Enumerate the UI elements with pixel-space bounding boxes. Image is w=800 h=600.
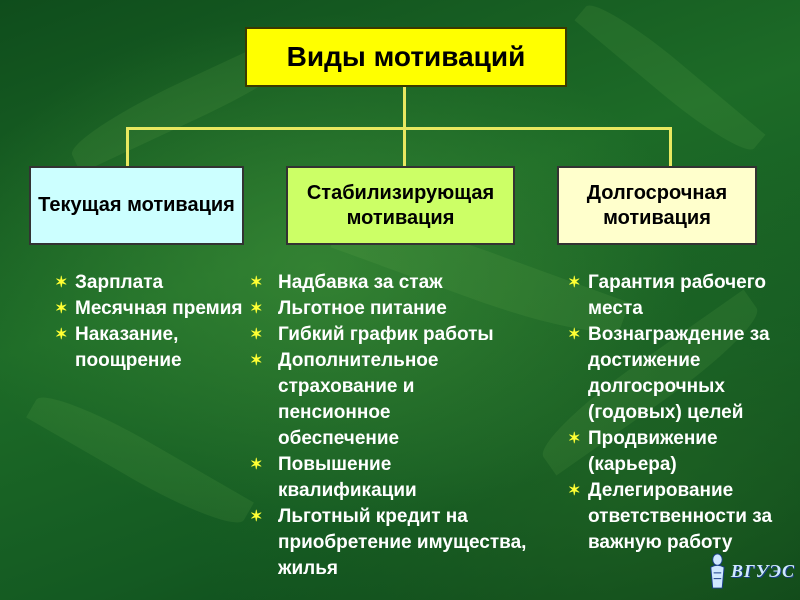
list-item-text: Дополнительное страхование и пенсионное … — [278, 350, 439, 449]
longterm-items-list: ✶ Гарантия рабочего места ✶ Вознаграждение… — [568, 270, 788, 556]
star-bullet-icon: ✶ — [55, 274, 68, 291]
star-bullet-icon: ✶ — [250, 300, 263, 317]
list-item: ✶ Льготное питание — [250, 296, 540, 322]
category-stabilizing-box: Стабилизирующая мотивация — [286, 166, 515, 245]
connector-bar — [126, 127, 672, 130]
list-item-text: Льготный кредит на приобретение имуществ… — [278, 506, 527, 579]
list-item: ✶ Повышение квалификации — [250, 452, 478, 504]
connector-trunk — [403, 87, 406, 129]
list-item-text: Вознаграждение за достижение долгосрочны… — [588, 324, 770, 423]
list-item: ✶ Гибкий график работы — [250, 322, 540, 348]
star-bullet-icon: ✶ — [568, 274, 581, 291]
list-item: ✶ Гарантия рабочего места — [568, 270, 768, 322]
star-bullet-icon: ✶ — [250, 326, 263, 343]
list-item: ✶ Льготный кредит на приобретение имущест… — [250, 504, 528, 582]
category-current-box: Текущая мотивация — [29, 166, 244, 245]
star-bullet-icon: ✶ — [55, 300, 68, 317]
star-bullet-icon: ✶ — [568, 482, 581, 499]
stabilizing-items-list: ✶ Надбавка за стаж ✶ Льготное питание ✶ Гиб… — [250, 270, 540, 582]
list-item: ✶ Надбавка за стаж — [250, 270, 540, 296]
star-bullet-icon: ✶ — [250, 352, 263, 369]
star-bullet-icon: ✶ — [568, 430, 581, 447]
list-item-text: Льготное питание — [278, 298, 447, 319]
background-leaf — [26, 382, 254, 538]
star-bullet-icon: ✶ — [568, 326, 581, 343]
list-item: ✶ Вознаграждение за достижение долгосрочн… — [568, 322, 778, 426]
star-bullet-icon: ✶ — [250, 508, 263, 525]
list-item: ✶ Делегирование ответственности за важную… — [568, 478, 798, 556]
star-bullet-icon: ✶ — [250, 274, 263, 291]
diagram-title: Виды мотиваций — [245, 27, 567, 87]
list-item-text: Месячная премия — [75, 298, 243, 319]
list-item: ✶ Зарплата — [55, 270, 245, 296]
university-emblem-icon — [710, 553, 725, 589]
list-item-text: Гибкий график работы — [278, 324, 494, 345]
connector-right — [669, 127, 672, 166]
list-item-text: Повышение квалификации — [278, 454, 417, 501]
connector-left — [126, 127, 129, 166]
list-item: ✶ Месячная премия — [55, 296, 245, 322]
list-item-text: Продвижение (карьера) — [588, 428, 718, 475]
list-item-text: Зарплата — [75, 272, 164, 293]
list-item: ✶ Наказание, поощрение — [55, 322, 245, 374]
list-item: ✶ Дополнительное страхование и пенсионное… — [250, 348, 478, 452]
connector-middle — [403, 127, 406, 166]
category-longterm-box: Долгосрочная мотивация — [557, 166, 757, 245]
list-item-text: Гарантия рабочего места — [588, 272, 766, 319]
logo-text: ВГУЭС — [730, 560, 795, 581]
list-item: ✶ Продвижение (карьера) — [568, 426, 768, 478]
current-items-list: ✶ Зарплата ✶ Месячная премия ✶ Наказание, п… — [55, 270, 245, 374]
university-logo: ВГУЭС — [707, 548, 795, 594]
list-item-text: Наказание, поощрение — [75, 324, 182, 371]
star-bullet-icon: ✶ — [55, 326, 68, 343]
list-item-text: Делегирование ответственности за важную … — [588, 480, 773, 553]
star-bullet-icon: ✶ — [250, 456, 263, 473]
list-item-text: Надбавка за стаж — [278, 272, 443, 293]
